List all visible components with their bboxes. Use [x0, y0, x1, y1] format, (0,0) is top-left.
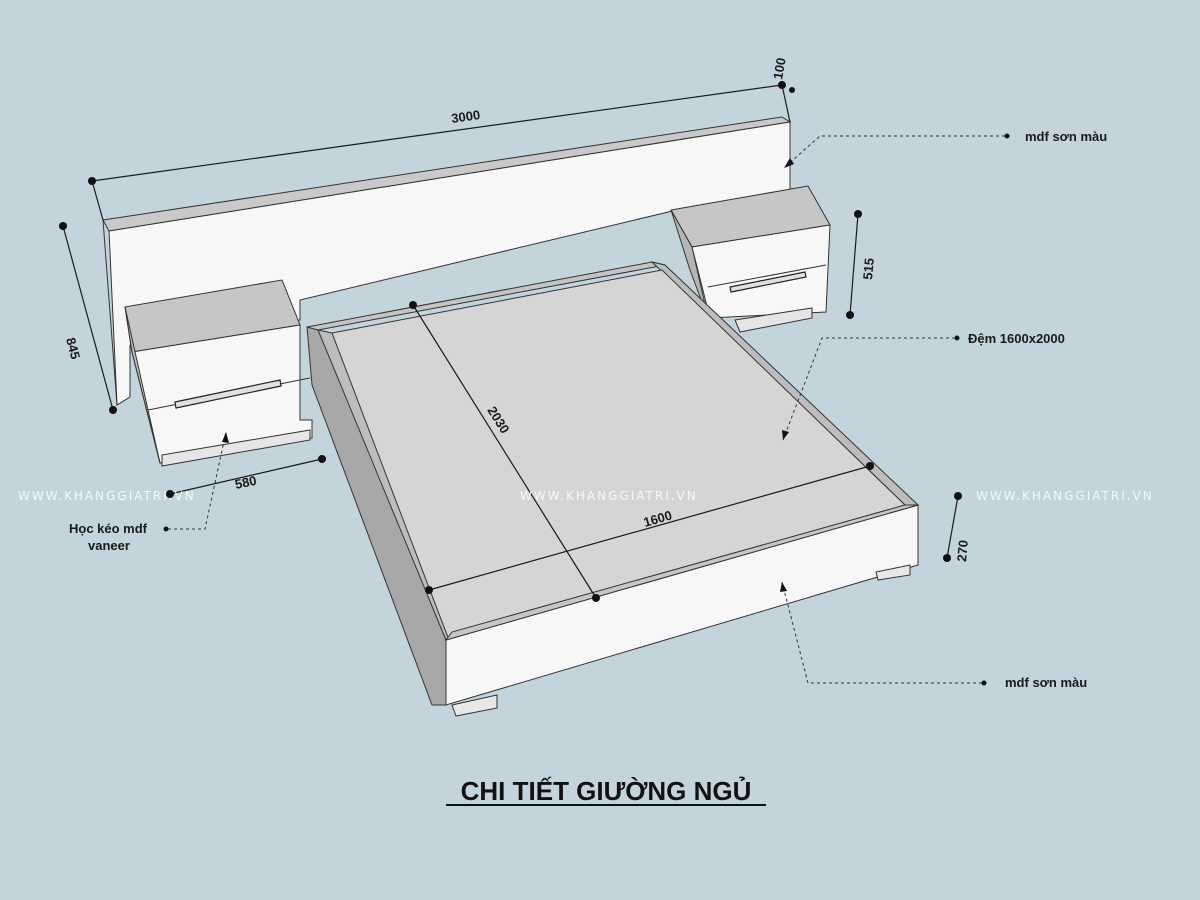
drawer-handle-left — [174, 379, 282, 409]
dim-580: 580 — [234, 473, 258, 492]
headboard — [102, 116, 792, 406]
bed-frame — [306, 261, 920, 717]
leader-lines — [163, 133, 1010, 686]
dim-3000: 3000 — [450, 107, 481, 126]
note-drawer-line1: Học kéo mdf — [69, 521, 148, 536]
dim-100: 100 — [770, 57, 789, 81]
watermark-left: WWW.KHANGGIATRI.VN — [18, 489, 196, 503]
nightstand-left — [124, 279, 313, 467]
dim-845: 845 — [63, 336, 83, 361]
note-mattress: Đệm 1600x2000 — [968, 331, 1065, 346]
drawer-handle-right — [729, 271, 807, 293]
dimension-lines — [59, 81, 962, 602]
watermark-center: WWW.KHANGGIATRI.VN — [520, 489, 698, 503]
nightstand-right — [670, 185, 831, 333]
dim-515: 515 — [860, 257, 877, 280]
dim-270: 270 — [954, 539, 971, 562]
watermark-right: WWW.KHANGGIATRI.VN — [976, 489, 1154, 503]
page-title: CHI TIẾT GIƯỜNG NGỦ — [461, 775, 752, 806]
note-base-material: mdf sơn màu — [1005, 675, 1087, 690]
note-drawer-line2: vaneer — [88, 538, 130, 553]
note-headboard-material: mdf sơn màu — [1025, 129, 1107, 144]
